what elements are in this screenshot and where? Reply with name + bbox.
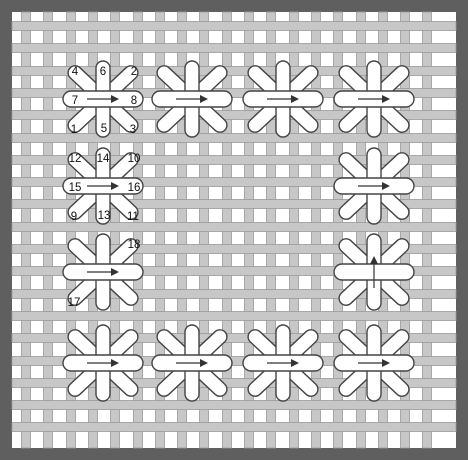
stitch-number-label: 16 — [128, 182, 141, 194]
smyrna-cross-stitch — [243, 325, 323, 401]
stitch-number-label: 3 — [130, 124, 136, 136]
stitch-number-label: 6 — [100, 66, 106, 78]
smyrna-cross-stitch — [334, 234, 414, 310]
stitch-number-label: 14 — [97, 153, 110, 165]
canvas-thread-horizontal — [12, 401, 456, 410]
stitch-number-label: 13 — [98, 210, 111, 222]
stitch-number-label: 1 — [71, 124, 77, 136]
smyrna-cross-stitch — [63, 325, 143, 401]
canvas-thread-horizontal — [12, 134, 456, 143]
stitch-number-label: 10 — [128, 153, 141, 165]
stitch-number-label: 2 — [131, 66, 137, 78]
smyrna-cross-stitch — [334, 61, 414, 137]
smyrna-cross-stitch — [334, 325, 414, 401]
stitch-number-label: 4 — [72, 66, 79, 78]
canvas-thread-horizontal — [12, 423, 456, 432]
smyrna-cross-stitch — [152, 325, 232, 401]
stitch-number-label: 18 — [128, 239, 141, 251]
stitch-number-label: 17 — [68, 297, 81, 309]
canvas-thread-horizontal — [12, 22, 456, 31]
stitch-number-label: 8 — [131, 95, 137, 107]
smyrna-cross-stitch — [243, 61, 323, 137]
stitch-number-label: 15 — [69, 182, 82, 194]
smyrna-cross-stitch — [152, 61, 232, 137]
stitch-number-label: 9 — [71, 211, 77, 223]
stitch-number-label: 5 — [101, 123, 107, 135]
stitch-number-label: 7 — [72, 95, 78, 107]
stitch-number-label: 12 — [69, 153, 82, 165]
canvas-thread-horizontal — [12, 312, 456, 321]
smyrna-cross-stitch — [334, 148, 414, 224]
stitch-number-label: 11 — [127, 211, 139, 223]
canvas-thread-horizontal — [12, 44, 456, 53]
canvas-thread-horizontal — [12, 223, 456, 232]
